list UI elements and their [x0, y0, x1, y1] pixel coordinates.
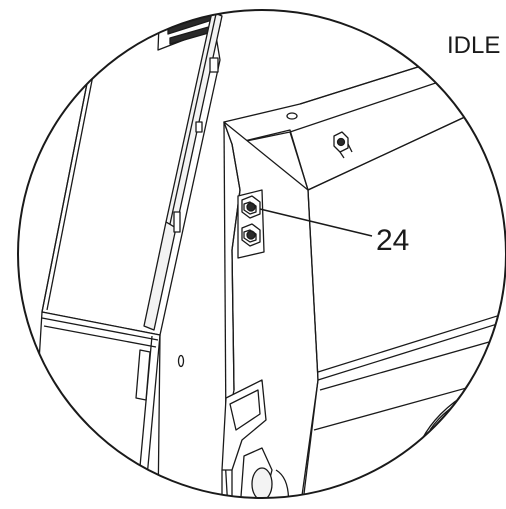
upper-bolt-icon	[241, 195, 261, 219]
top-bolt-icon	[333, 131, 353, 159]
lower-panel-hole	[177, 354, 185, 368]
left-panel-hole	[18, 182, 25, 200]
left-housing-panel	[18, 11, 221, 498]
callout-number-24: 24	[376, 224, 410, 257]
side-opening	[403, 375, 506, 498]
bolt-plate	[237, 189, 373, 259]
top-hole	[286, 112, 298, 120]
cabinet-side-panel	[313, 311, 506, 498]
lower-bracket	[221, 379, 290, 498]
lower-fitting	[251, 467, 273, 498]
callout-leader	[259, 208, 373, 237]
lower-bolt-icon	[241, 223, 261, 247]
corner-label: IDLE	[447, 32, 501, 59]
detail-circle-outline	[17, 9, 506, 499]
